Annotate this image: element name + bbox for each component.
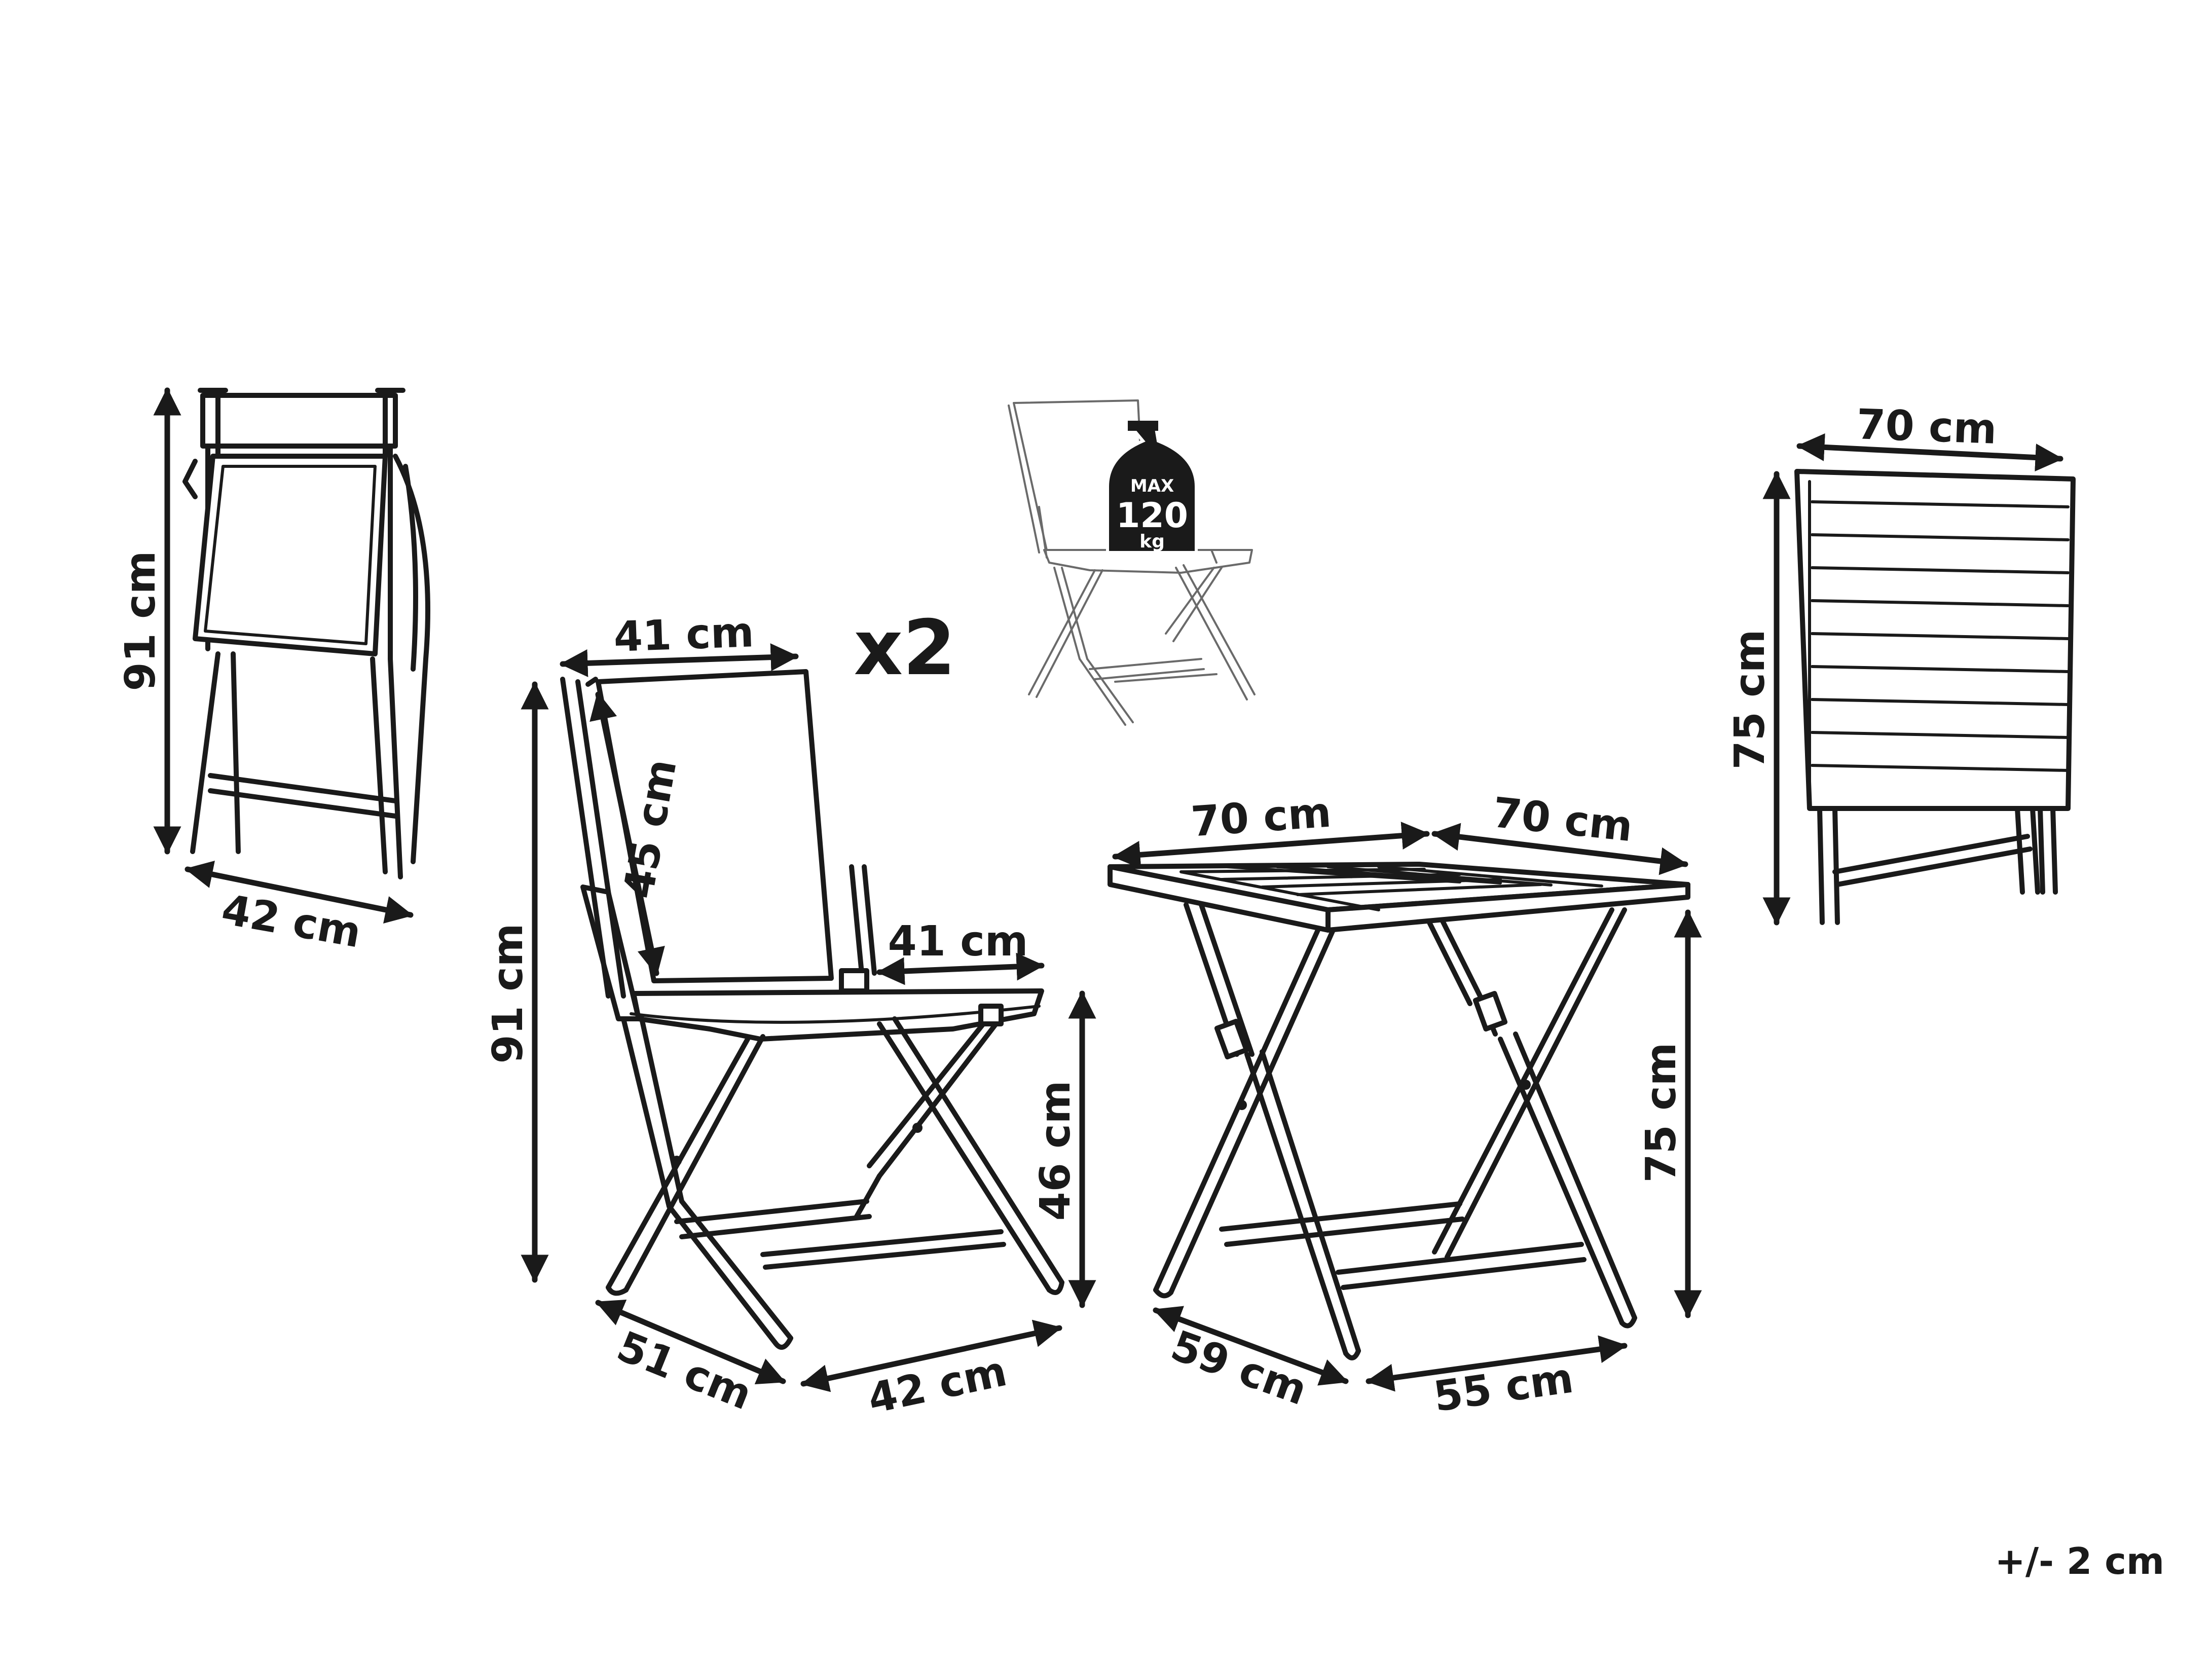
table-top-depth-dimension: 70 cm bbox=[1431, 789, 1688, 875]
table-base-depth-label: 55 cm bbox=[1431, 1354, 1576, 1421]
max-load-value: 120 bbox=[1116, 496, 1188, 536]
table-drawing bbox=[1108, 862, 1690, 1360]
table-height-dimension: 75 cm bbox=[1637, 909, 1702, 1318]
chair-height-dimension: 91 cm bbox=[484, 681, 549, 1283]
chair-depth-dimension: 42 cm bbox=[800, 1319, 1062, 1423]
table-base-width-dimension: 59 cm bbox=[1153, 1306, 1349, 1415]
quantity-label: x2 bbox=[854, 604, 955, 692]
max-load-max: MAX bbox=[1130, 476, 1174, 496]
tolerance-note: +/- 2 cm bbox=[1995, 1540, 2164, 1582]
chair-backrest-width-dimension: 41 cm bbox=[560, 608, 799, 677]
table-top-width-dimension: 70 cm bbox=[1112, 789, 1430, 869]
chair-seat-height-dimension: 46 cm bbox=[1031, 990, 1096, 1308]
table-height-label: 75 cm bbox=[1637, 1043, 1685, 1183]
folded-chair-depth-dimension: 42 cm bbox=[185, 860, 414, 957]
table-base-depth-dimension: 55 cm bbox=[1366, 1335, 1628, 1421]
max-load-badge: MAX 120 kg bbox=[1106, 421, 1198, 554]
max-load-unit: kg bbox=[1139, 531, 1165, 552]
chair-seat-height-label: 46 cm bbox=[1031, 1081, 1080, 1221]
folded-chair-height-label: 91 cm bbox=[117, 551, 165, 691]
chair-seat-width-label: 41 cm bbox=[888, 917, 1028, 966]
folded-table-height-label: 75 cm bbox=[1726, 630, 1774, 770]
chair-depth-label: 42 cm bbox=[864, 1347, 1011, 1423]
table-top-width-label: 70 cm bbox=[1190, 789, 1333, 846]
folded-table-width-dimension: 70 cm bbox=[1796, 400, 2063, 472]
table-base-width-label: 59 cm bbox=[1165, 1321, 1313, 1415]
folded-chair-drawing bbox=[182, 388, 430, 879]
folded-chair-depth-label: 42 cm bbox=[218, 886, 364, 957]
chair-backrest-width-label: 41 cm bbox=[613, 608, 755, 661]
folded-table-drawing bbox=[1794, 469, 2076, 925]
folded-table-height-dimension: 75 cm bbox=[1726, 471, 1791, 926]
folded-table-width-label: 70 cm bbox=[1856, 400, 1998, 454]
folded-chair-height-dimension: 91 cm bbox=[117, 387, 181, 855]
chair-seat-width-dimension: 41 cm bbox=[876, 917, 1045, 985]
chair-height-label: 91 cm bbox=[484, 924, 532, 1064]
